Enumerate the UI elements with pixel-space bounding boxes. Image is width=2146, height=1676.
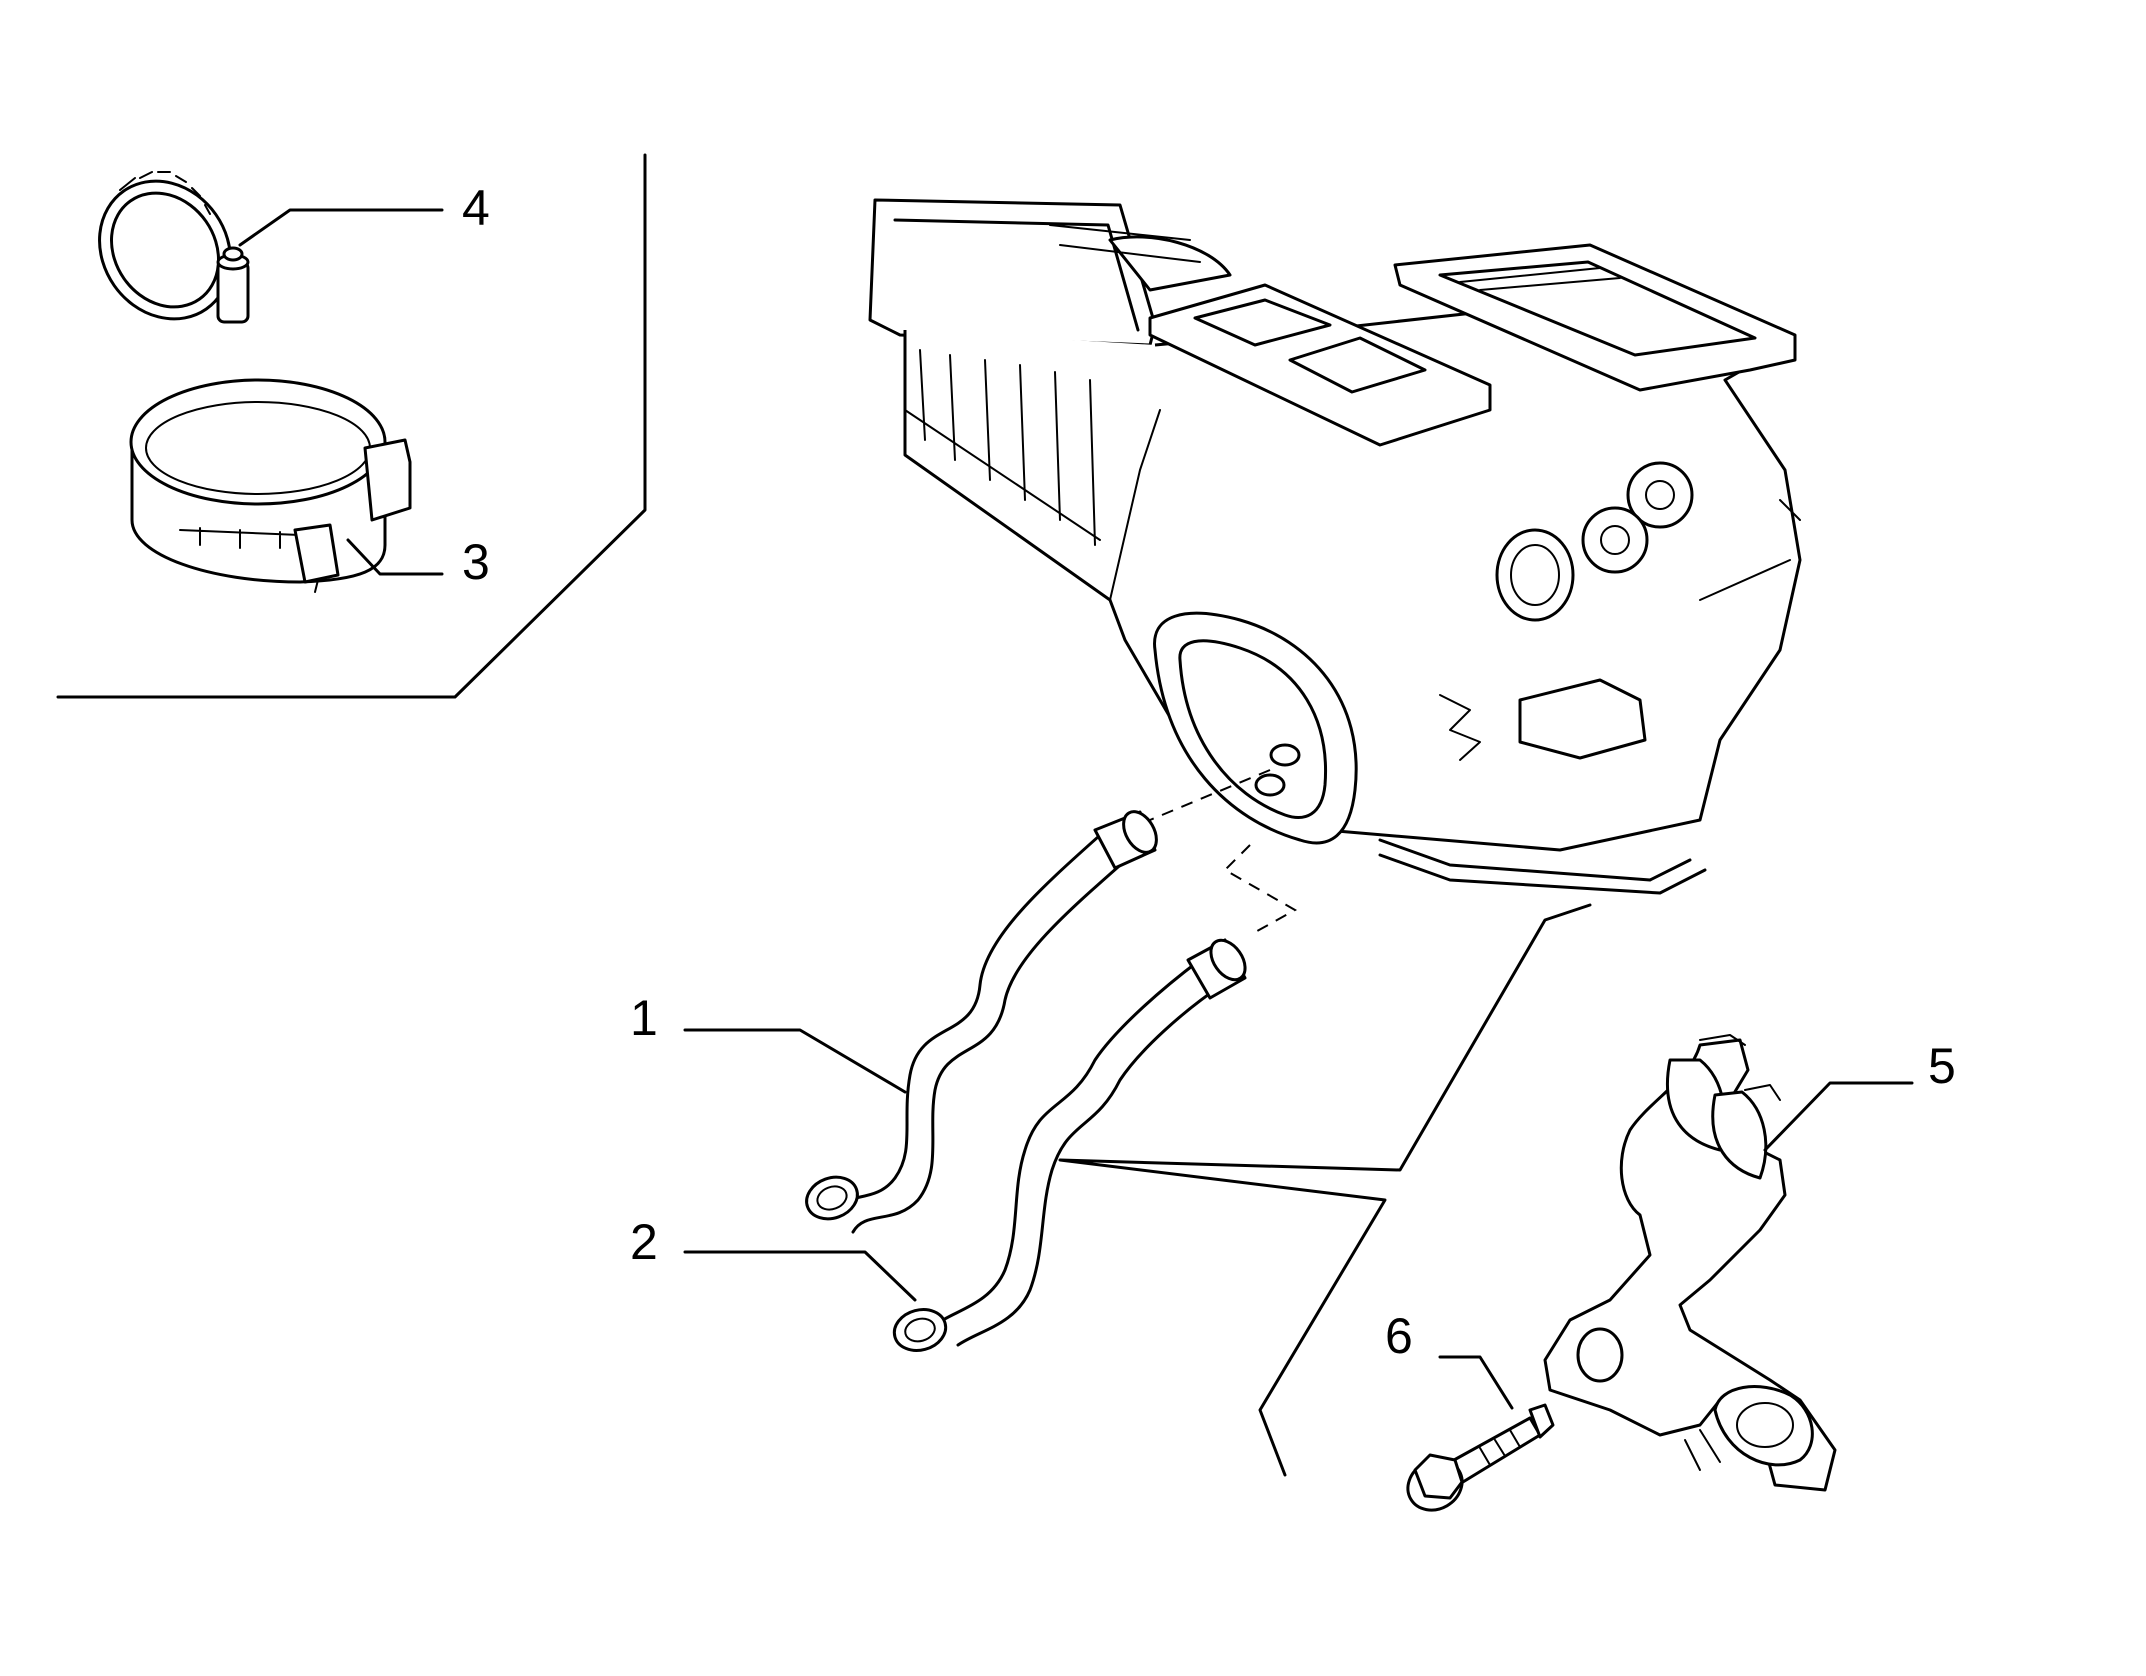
part-1-heater-hose [805, 810, 1158, 1234]
callout-4: 4 [462, 180, 490, 236]
part-2-heater-hose [892, 938, 1247, 1352]
part-3-band-clamp [129, 378, 412, 593]
callout-3: 3 [462, 534, 490, 590]
callout-leaders [238, 208, 1914, 1477]
leader-2 [683, 1250, 917, 1302]
leader-group [1058, 903, 1592, 1477]
callout-5: 5 [1928, 1038, 1956, 1094]
callout-1: 1 [630, 990, 658, 1046]
leader-5 [1763, 1081, 1914, 1152]
part-6-flange-bolt [1406, 1403, 1555, 1512]
leader-1 [683, 1028, 907, 1094]
callout-labels: 4 3 1 2 5 6 [462, 180, 1956, 1364]
alignment-lines [1149, 769, 1298, 936]
leader-3 [346, 538, 444, 576]
leader-6 [1438, 1355, 1514, 1410]
detail-inset-frame [56, 153, 647, 699]
callout-6: 6 [1385, 1308, 1413, 1364]
part-5-hose-bracket [1543, 1034, 1837, 1492]
leader-4 [238, 208, 444, 247]
callout-2: 2 [630, 1214, 658, 1270]
hvac-heater-unit [868, 198, 1802, 895]
part-4-hose-clamp [98, 171, 250, 324]
